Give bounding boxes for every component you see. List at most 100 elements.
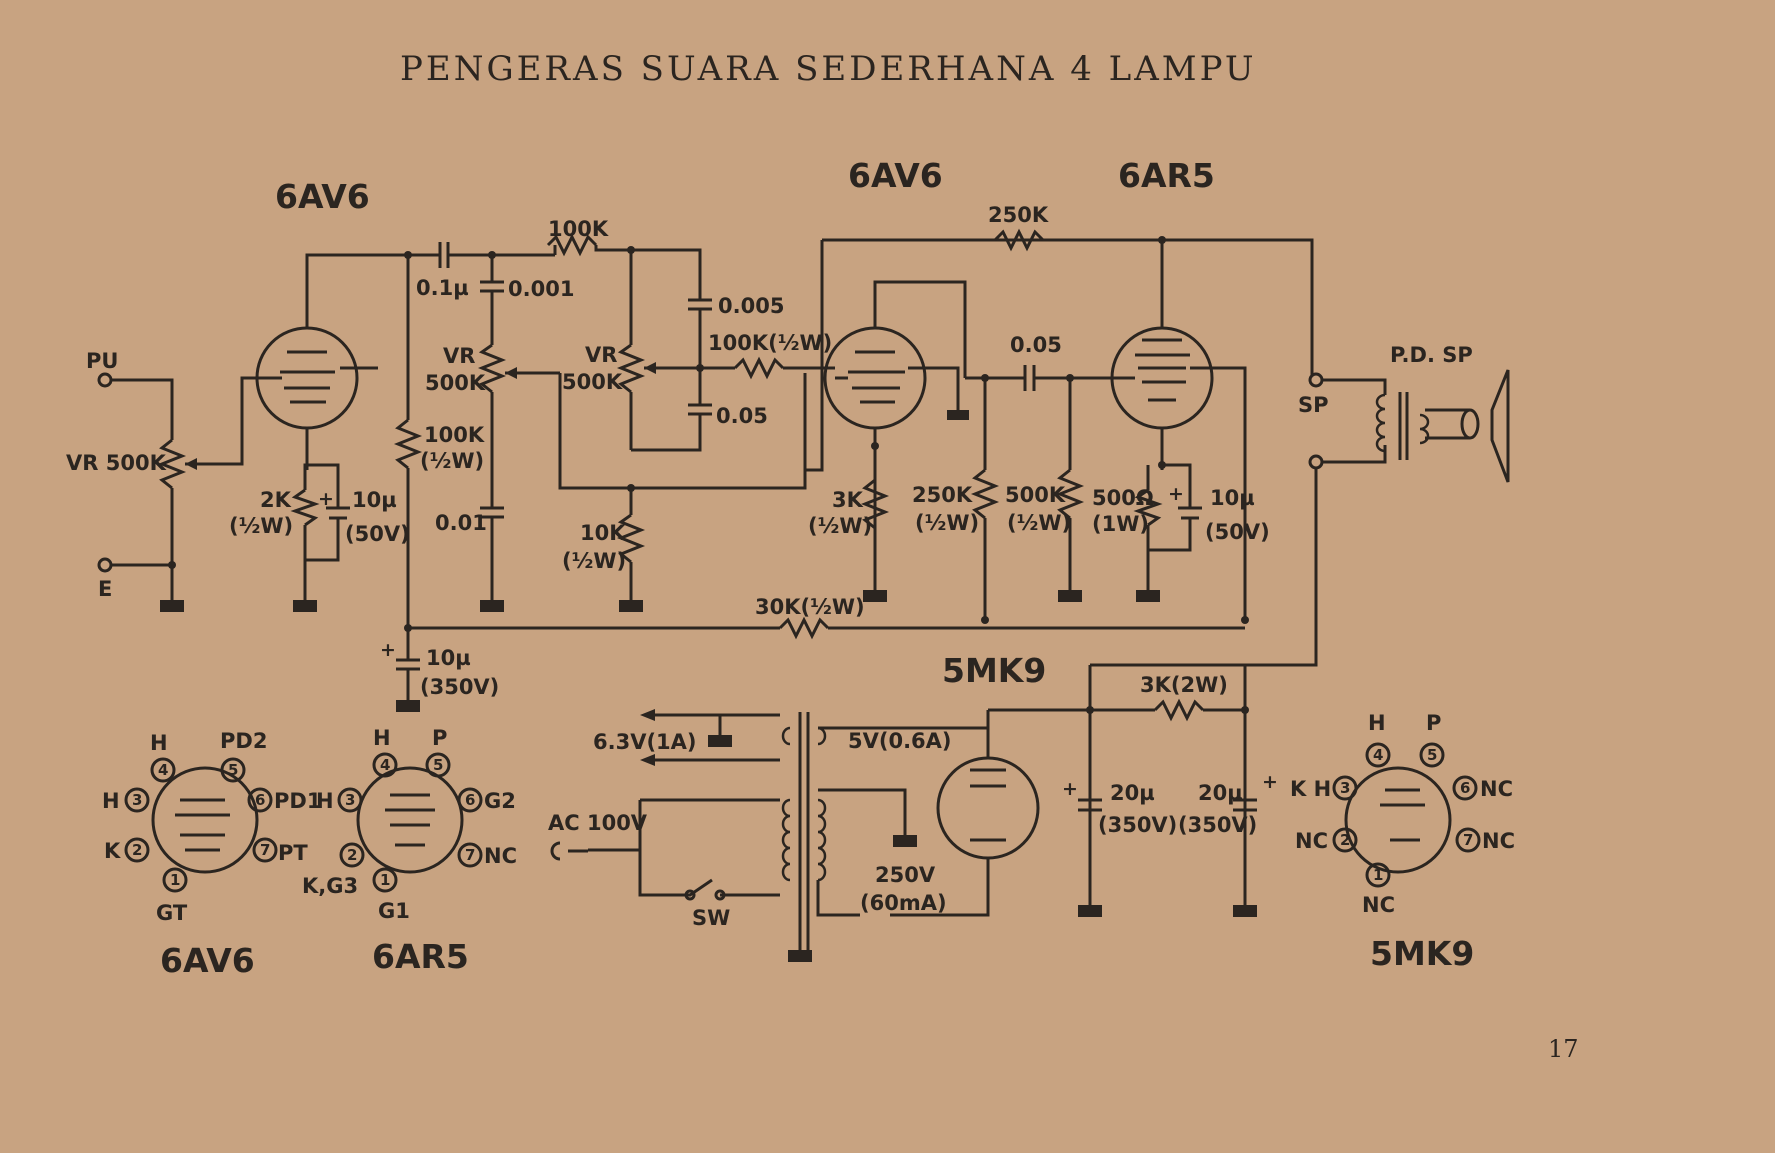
e-label: E [98, 577, 112, 601]
svg-text:5: 5 [228, 761, 238, 779]
tube-label-rect: 5MK9 [942, 651, 1046, 690]
v63-label: 6.3V(1A) [593, 730, 697, 754]
svg-text:3: 3 [132, 791, 142, 809]
p6av6-pt: PT [278, 841, 308, 865]
vr2-label-a: VR [443, 344, 475, 368]
c0005-label: 0.005 [718, 294, 784, 318]
p6ar5-h1: H [373, 726, 391, 750]
svg-text:4: 4 [158, 761, 168, 779]
svg-text:5: 5 [433, 756, 443, 774]
vr2-label-b: 500K [425, 371, 486, 395]
output-stage: SP P.D. SP [1162, 238, 1510, 667]
c20u-a-label: 20µ [1110, 781, 1155, 805]
pinout-6ar5: 4 5 3 6 2 7 1 H P H G2 NC K,G3 G1 6AR5 [302, 726, 517, 976]
tube-label-v1: 6AV6 [275, 177, 370, 216]
svg-text:7: 7 [1463, 831, 1473, 849]
svg-text:1: 1 [380, 871, 390, 889]
r500-watt-label: (1W) [1092, 512, 1149, 536]
vr3-label-a: VR [585, 343, 617, 367]
r3k2w-label: 3K(2W) [1140, 673, 1228, 697]
page-title: PENGERAS SUARA SEDERHANA 4 LAMPU [400, 49, 1257, 89]
r30k-label: 30K(½W) [755, 595, 865, 619]
p6ar5-g1: G1 [378, 899, 410, 923]
tube-label-v2: 6AV6 [848, 156, 943, 195]
p5mk9-kh: K H [1290, 777, 1331, 801]
vr1-label: VR 500K [66, 451, 167, 475]
sw-label: SW [692, 906, 730, 930]
svg-text:4: 4 [380, 756, 390, 774]
svg-text:3: 3 [1340, 779, 1350, 797]
svg-text:6: 6 [465, 791, 475, 809]
input-section: PU E VR 500K [66, 349, 262, 601]
r250k-top-label: 250K [988, 203, 1049, 227]
c10u-a-volt-label: (50V) [345, 522, 410, 546]
p6ar5-kg3: K,G3 [302, 874, 358, 898]
svg-text:3: 3 [345, 791, 355, 809]
r100k-label: 100K [424, 423, 485, 447]
svg-text:+: + [1062, 778, 1078, 800]
svg-text:+: + [1262, 771, 1278, 793]
r10k-watt-label: (½W) [562, 549, 626, 573]
p6av6-pd1: PD1 [274, 789, 321, 813]
p6ar5-name: 6AR5 [372, 937, 469, 976]
svg-text:2: 2 [1340, 831, 1350, 849]
p6ar5-g2: G2 [484, 789, 516, 813]
p5mk9-name: 5MK9 [1370, 934, 1474, 973]
p6ar5-h2: H [316, 789, 334, 813]
c01u-label: 0.1µ [416, 276, 469, 300]
c001-label: 0.01 [435, 511, 487, 535]
pu-label: PU [86, 349, 118, 373]
vr3-label-b: 500K [562, 370, 623, 394]
p5mk9-nc6: NC [1480, 777, 1513, 801]
svg-text:2: 2 [132, 841, 142, 859]
r10k-label: 10K [580, 521, 626, 545]
p5mk9-h: H [1368, 711, 1386, 735]
p6av6-gt: GT [156, 901, 188, 925]
hv-label: 250V [875, 863, 936, 887]
c20u-b-label: 20µ [1198, 781, 1243, 805]
stage2-coupling: 0.05 500K (½W) [1005, 333, 1115, 590]
c10u-c-volt-label: (350V) [420, 675, 499, 699]
tube-label-v3: 6AR5 [1118, 156, 1215, 195]
power-supply: 3K(2W) + + 20µ (350V) 20µ (350V) 6.3 [548, 663, 1278, 962]
ground-symbols [160, 590, 1160, 712]
c005a-label: 0.05 [716, 404, 768, 428]
p6av6-name: 6AV6 [160, 941, 255, 980]
r2k-label: 2K [260, 488, 292, 512]
c005b-label: 0.05 [1010, 333, 1062, 357]
c350-a-label: (350V) [1098, 813, 1177, 837]
r500k-label: 500K [1005, 483, 1066, 507]
svg-text:6: 6 [1460, 779, 1470, 797]
r500k-watt-label: (½W) [1007, 511, 1071, 535]
p5mk9-nc7: NC [1482, 829, 1515, 853]
svg-text:7: 7 [260, 841, 270, 859]
ac-label: AC 100V [548, 811, 648, 835]
p6av6-h1: H [150, 731, 168, 755]
r100k-watt-label: (½W) [420, 449, 484, 473]
p6ar5-p: P [432, 726, 447, 750]
svg-text:2: 2 [347, 846, 357, 864]
tone-network: 100K VR 500K 0.005 0.05 100K(½W) 10K (½W… [546, 217, 835, 600]
p6ar5-nc: NC [484, 844, 517, 868]
bplus-bus: 30K(½W) + 10µ (350V) [380, 595, 1249, 700]
tube-v1: + 2K (½W) 10µ (50V) [229, 253, 410, 600]
r3k-watt-label: (½W) [808, 514, 872, 538]
p5mk9-p: P [1426, 711, 1441, 735]
svg-text:1: 1 [170, 871, 180, 889]
svg-text:+: + [1168, 483, 1184, 505]
feedback-250k: 250K [988, 203, 1166, 252]
p6av6-h2: H [102, 789, 120, 813]
c10u-b-label: 10µ [1210, 486, 1255, 510]
p5mk9-nc1: NC [1362, 893, 1395, 917]
c0001-label: 0.001 [508, 277, 574, 301]
pinout-5mk9: 4 5 3 6 2 7 1 H P K H NC NC NC NC 5MK9 [1290, 711, 1515, 973]
c10u-a-label: 10µ [352, 488, 397, 512]
svg-text:4: 4 [1373, 746, 1383, 764]
pdsp-label: P.D. SP [1390, 343, 1473, 367]
c10u-c-label: 10µ [426, 646, 471, 670]
hv2-label: (60mA) [860, 891, 947, 915]
svg-text:7: 7 [465, 846, 475, 864]
pinout-6av6: 4 5 3 6 2 7 1 H PD2 H PD1 K PT GT 6AV6 [102, 729, 321, 980]
